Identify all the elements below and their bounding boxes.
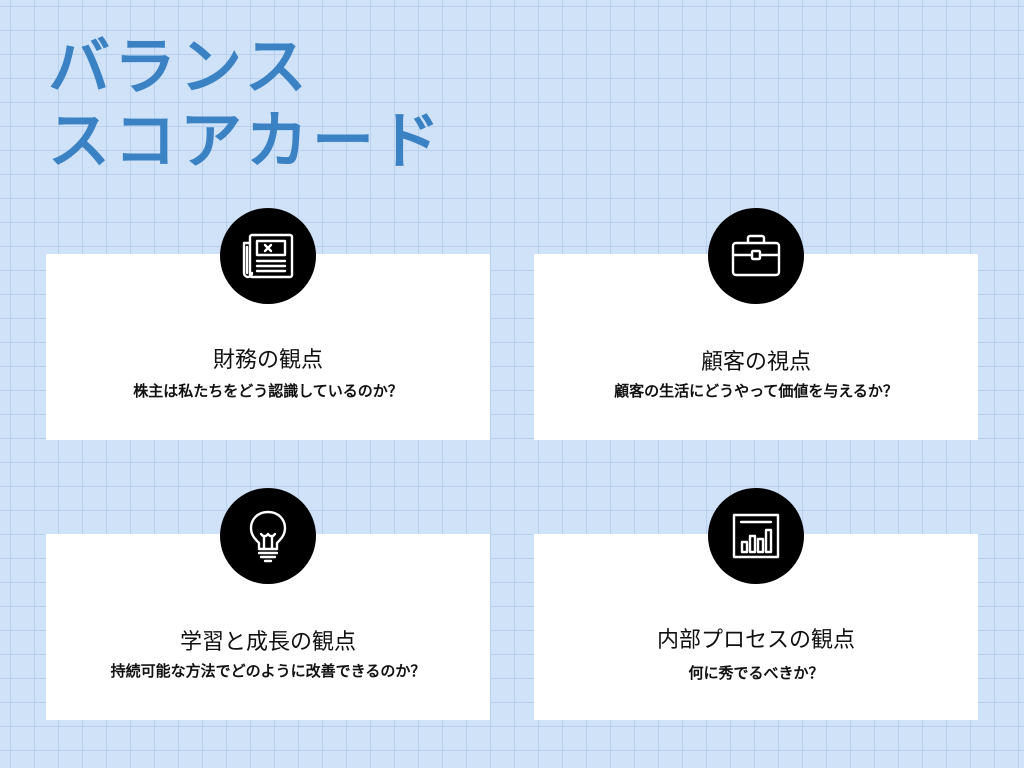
card-question-learning: 持続可能な方法でどのように改善できるのか？ (110, 662, 426, 680)
title-line-1: バランス (48, 30, 311, 103)
page-title: バランス スコアカード (48, 30, 444, 178)
card-question-customer: 顧客の生活にどうやって価値を与えるか？ (614, 382, 898, 400)
title-line-2: スコアカード (48, 104, 445, 177)
briefcase-icon (708, 208, 804, 304)
newspaper-icon (220, 208, 316, 304)
card-heading-financial: 財務の観点 (212, 348, 323, 373)
card-question-financial: 株主は私たちをどう認識しているのか？ (133, 382, 403, 400)
lightbulb-icon (220, 488, 316, 584)
bar-chart-icon (708, 488, 804, 584)
card-heading-learning: 学習と成長の観点 (179, 630, 356, 655)
card-question-internal: 何に秀でるべきか？ (688, 664, 824, 682)
card-heading-internal: 内部プロセスの観点 (656, 628, 855, 653)
card-heading-customer: 顧客の視点 (700, 350, 811, 375)
